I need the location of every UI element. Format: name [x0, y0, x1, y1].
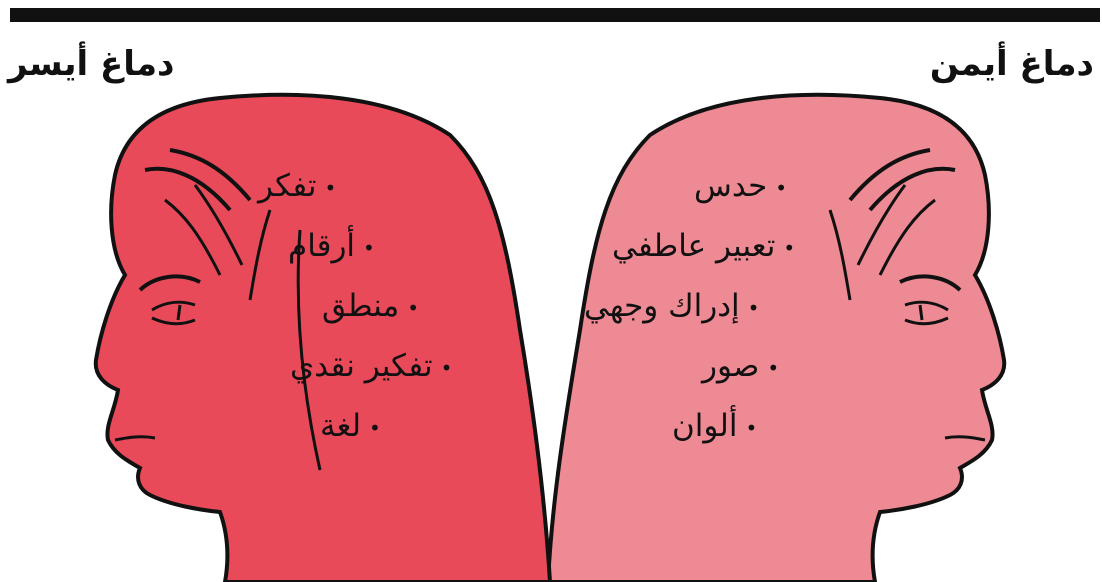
- left-trait-item: •لغة: [320, 408, 381, 444]
- right-trait-item: •إدراك وجهي: [584, 288, 759, 324]
- right-trait-item: •تعبير عاطفي: [612, 228, 795, 264]
- left-trait-item: •تفكر: [258, 168, 336, 204]
- right-trait-item: •حدس: [694, 168, 787, 204]
- left-trait-item: •منطق: [322, 288, 419, 324]
- left-trait-item: •أرقام: [288, 228, 375, 264]
- left-trait-item: •تفكير نقدي: [290, 348, 452, 384]
- left-brain-title: دماغ أيسر: [8, 44, 175, 84]
- top-rule: [10, 8, 1100, 22]
- right-trait-item: •ألوان: [672, 408, 757, 444]
- right-trait-item: •صور: [702, 348, 779, 384]
- right-brain-title: دماغ أيمن: [930, 44, 1094, 84]
